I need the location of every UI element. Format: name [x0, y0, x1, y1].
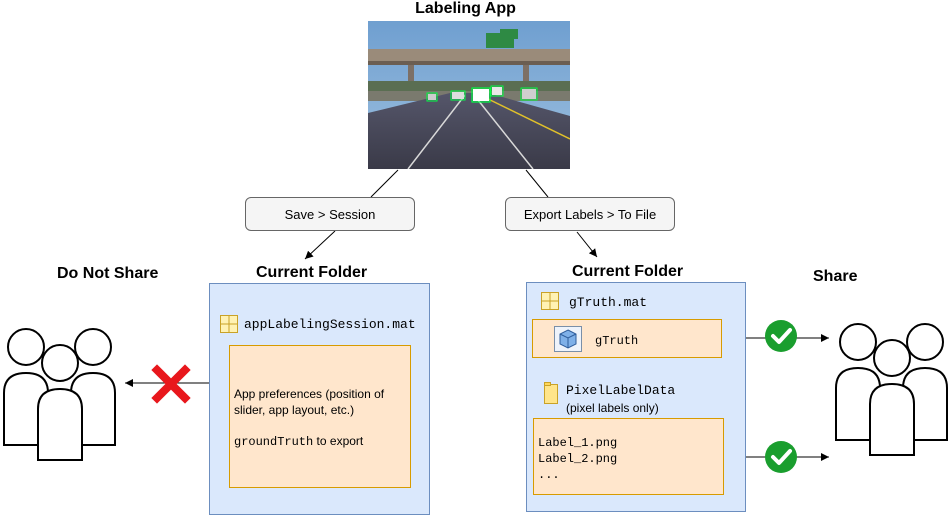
- red-x-icon: [151, 364, 191, 404]
- pixel-folder-name[interactable]: PixelLabelData: [566, 383, 676, 398]
- png-file-more: ...: [538, 468, 560, 482]
- people-group-icon: [832, 320, 952, 460]
- png-file-item[interactable]: Label_2.png: [538, 452, 618, 466]
- cube-variable-icon: [554, 326, 582, 352]
- session-contents-box: App preferences (position of slider, app…: [229, 345, 411, 488]
- app-preferences-text: App preferences (position of slider, app…: [234, 387, 385, 417]
- right-folder-title: Current Folder: [572, 263, 684, 280]
- gtruth-variable-name[interactable]: gTruth: [595, 334, 639, 348]
- ground-truth-suffix: to export: [313, 434, 364, 448]
- ground-truth-line: groundTruth to export: [234, 433, 410, 450]
- gtruth-file-name[interactable]: gTruth.mat: [569, 295, 648, 310]
- pixel-folder-note: (pixel labels only): [566, 401, 659, 415]
- png-files-box: Label_1.png Label_2.png ...: [533, 418, 724, 495]
- people-group-icon: [0, 325, 120, 465]
- mat-file-icon: [220, 315, 238, 333]
- left-folder-title: Current Folder: [256, 264, 368, 281]
- app-title: Labeling App: [415, 0, 516, 17]
- share-heading: Share: [813, 268, 858, 285]
- png-file-item[interactable]: Label_1.png: [538, 436, 618, 450]
- road-scene-image: [368, 21, 570, 169]
- mat-file-icon: [541, 292, 559, 310]
- gtruth-variable-box: gTruth: [532, 319, 722, 358]
- check-circle-icon: [764, 319, 798, 353]
- ground-truth-code: groundTruth: [234, 435, 314, 449]
- do-not-share-heading: Do Not Share: [57, 265, 159, 282]
- export-labels-button[interactable]: Export Labels > To File: [505, 197, 675, 231]
- folder-icon: [544, 382, 558, 404]
- save-session-button[interactable]: Save > Session: [245, 197, 415, 231]
- check-circle-icon: [764, 440, 798, 474]
- session-file-name[interactable]: appLabelingSession.mat: [244, 317, 416, 332]
